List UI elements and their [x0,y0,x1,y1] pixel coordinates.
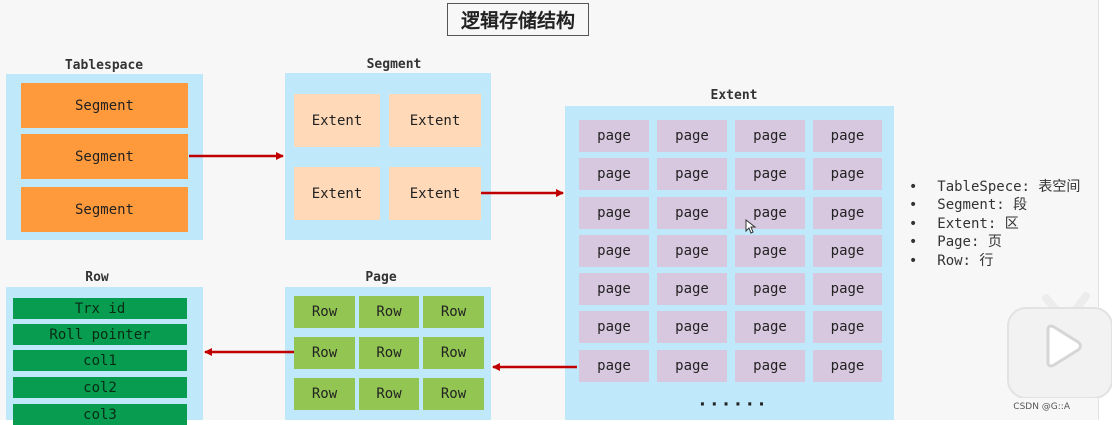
tablespace-panel: Segment Segment Segment [6,74,203,240]
tablespace-segment-box: Segment [21,134,188,179]
extent-page-box: page [813,350,882,382]
row-field-col1: col1 [13,350,187,371]
extent-page-box: page [813,273,882,305]
page-row-box: Row [359,378,419,410]
extent-page-box: page [657,235,727,267]
page-row-box: Row [423,337,484,369]
page-row-box: Row [294,378,355,410]
extent-page-box: page [579,197,649,229]
tablespace-label: Tablespace [64,58,144,73]
extent-page-box: page [735,350,805,382]
legend-item: Page: 页 [909,233,1080,251]
extent-page-box: page [735,311,805,343]
extent-page-box: page [579,273,649,305]
tv-play-icon[interactable] [1004,290,1112,398]
extent-page-box: page [579,311,649,343]
extent-page-box: page [735,273,805,305]
page-panel: Row Row Row Row Row Row Row Row Row [285,287,491,420]
watermark: CSDN @G::A [1013,402,1070,412]
page-row-box: Row [423,378,484,410]
row-field-roll-pointer: Roll pointer [13,324,187,345]
extent-page-box: page [813,311,882,343]
legend-item: Extent: 区 [909,215,1080,233]
extent-page-box: page [657,158,727,190]
flow-arrows [189,152,577,371]
page-row-box: Row [294,337,355,369]
extent-label: Extent [710,88,758,103]
page-row-box: Row [359,296,419,328]
extent-page-box: page [735,235,805,267]
row-field-trx-id: Trx id [13,298,187,319]
segment-panel: Extent Extent Extent Extent [285,73,491,240]
tablespace-segment-box: Segment [21,187,188,232]
legend-item: Segment: 段 [909,196,1080,214]
page-row-box: Row [359,337,419,369]
extent-page-box: page [657,120,727,152]
extent-page-box: page [579,350,649,382]
segment-label: Segment [366,57,422,72]
segment-extent-box: Extent [389,167,481,220]
extent-page-box: page [813,120,882,152]
extent-page-box: page [657,311,727,343]
page-label: Page [365,270,397,285]
legend-item: Row: 行 [909,252,1080,270]
row-field-col2: col2 [13,377,187,398]
slide: 逻辑存储结构 Tablespace Segment Segment Segmen… [0,0,1099,420]
extent-ellipsis: ······ [697,394,769,415]
extent-page-box: page [813,158,882,190]
extent-page-box: page [735,120,805,152]
tablespace-segment-box: Segment [21,83,188,128]
extent-page-box: page [579,235,649,267]
extent-page-box: page [657,197,727,229]
extent-page-box: page [813,197,882,229]
segment-extent-box: Extent [389,94,481,147]
extent-page-box: page [657,273,727,305]
extent-page-box: page [579,158,649,190]
mouse-cursor-icon [745,219,757,234]
extent-page-box: page [813,235,882,267]
extent-page-box: page [735,158,805,190]
segment-extent-box: Extent [294,167,380,220]
page-row-box: Row [423,296,484,328]
legend-item: TableSpece: 表空间 [909,178,1080,196]
page-row-box: Row [294,296,355,328]
legend-list: TableSpece: 表空间 Segment: 段 Extent: 区 Pag… [909,178,1080,270]
extent-page-box: page [579,120,649,152]
segment-extent-box: Extent [294,94,380,147]
row-label: Row [85,270,109,285]
extent-page-box: page [657,350,727,382]
diagram-title: 逻辑存储结构 [447,3,589,36]
